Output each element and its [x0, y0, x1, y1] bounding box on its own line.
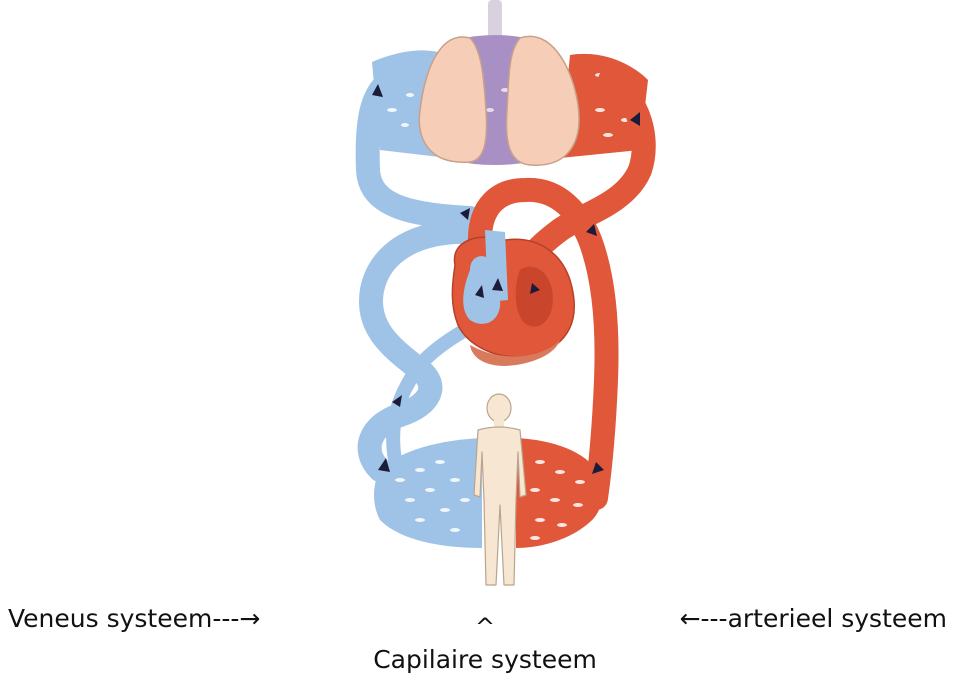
capillary-system-label: Capilaire systeem	[330, 645, 640, 675]
heart-icon	[452, 230, 574, 366]
caret-pointer: ^	[470, 612, 500, 642]
arterial-system-label: ←---arterieel systeem	[680, 604, 947, 634]
venous-system-label: Veneus systeem---→	[8, 604, 260, 634]
